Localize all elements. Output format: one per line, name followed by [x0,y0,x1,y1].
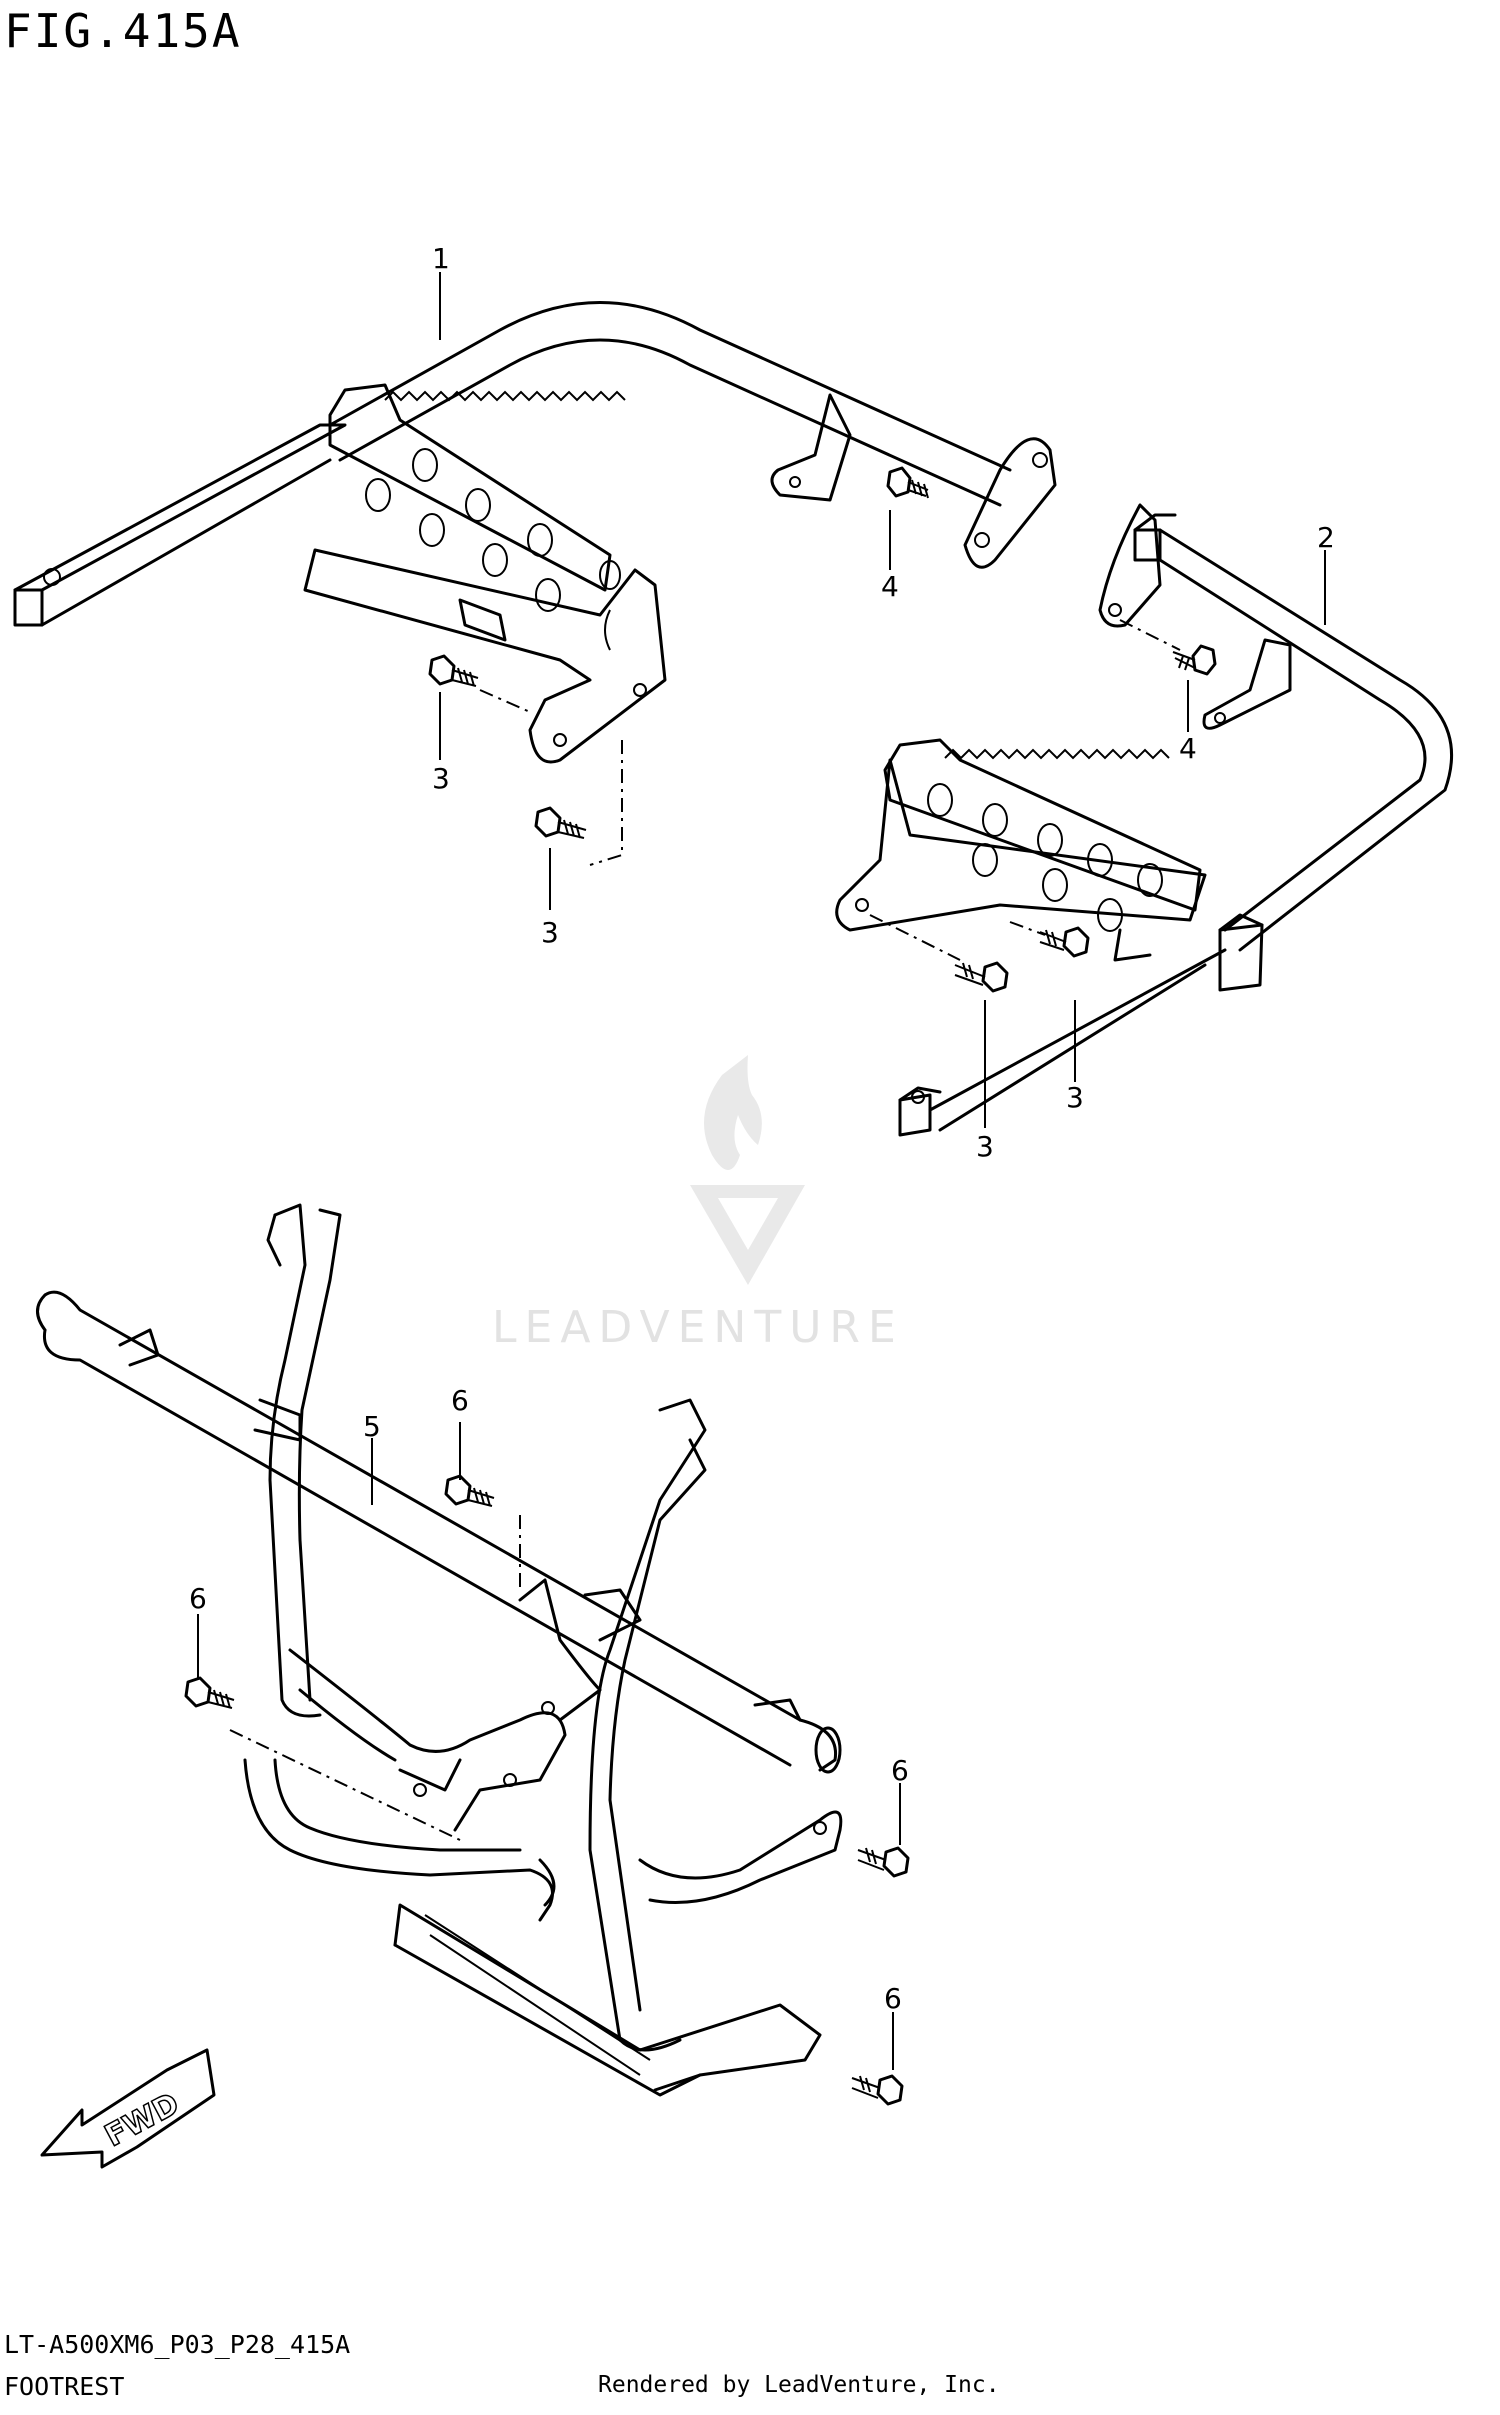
front-bumper-guard [36,1203,843,2097]
callout-leaders [197,272,1326,2070]
leadventure-watermark: LEADVENTURE [492,1055,904,1353]
callout-part-3: 3 [1066,1081,1084,1114]
callout-part-4: 4 [1179,732,1197,765]
callout-part-2: 2 [1317,521,1335,554]
diagram-name: FOOTREST [4,2372,125,2401]
callout-part-6: 6 [189,1582,207,1615]
callout-part-6: 6 [884,1982,902,2015]
flange-bolt-icon [857,1846,910,1878]
render-credit: Rendered by LeadVenture, Inc. [598,2372,1000,2398]
callout-labels: 1 2 3 3 3 3 4 4 5 6 6 6 6 [189,242,1335,2015]
diagram-code: LT-A500XM6_P03_P28_415A [4,2330,351,2359]
callout-part-6: 6 [891,1754,909,1787]
footrest-right-assembly [835,503,1454,1137]
flange-bolt-icon [184,1676,235,1709]
flange-bolt-icon [851,2074,904,2106]
fwd-arrow-icon [40,2048,216,2169]
bolt-group-lower [184,1474,910,2106]
bolt-group-upper [428,466,1217,993]
chevron-logo-icon [690,1185,805,1285]
flange-bolt-icon [1172,644,1217,676]
flange-bolt-icon [428,654,479,687]
callout-part-4: 4 [881,570,899,603]
flame-logo-icon [704,1055,762,1170]
callout-part-3: 3 [432,762,450,795]
footrest-left-assembly [13,301,1057,764]
flange-bolt-icon [1039,926,1090,958]
figure-title: FIG.415A [4,4,242,58]
flange-bolt-icon [444,1474,495,1507]
flange-bolt-icon [954,961,1009,993]
callout-part-3: 3 [976,1130,994,1163]
callout-part-6: 6 [451,1384,469,1417]
callout-part-5: 5 [363,1410,381,1443]
flange-bolt-icon [886,466,929,499]
watermark-text: LEADVENTURE [492,1302,904,1353]
forward-direction-arrow: FWD [40,2048,216,2169]
callout-part-3: 3 [541,916,559,949]
callout-part-1: 1 [432,242,450,275]
flange-bolt-icon [534,806,587,839]
